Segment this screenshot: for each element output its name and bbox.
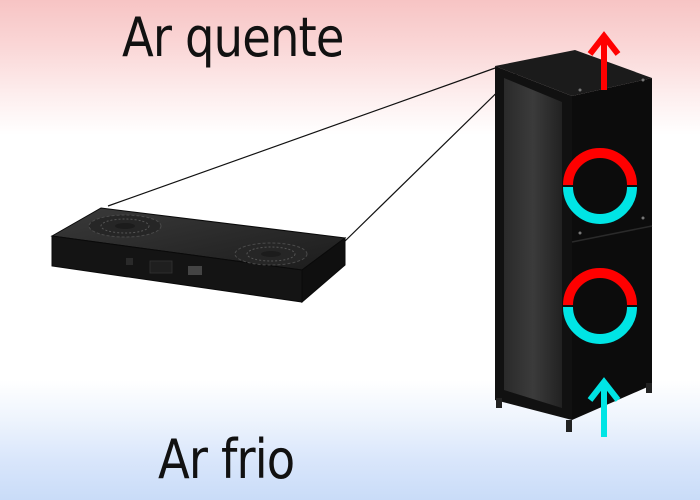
fan-tray-unit: [50, 207, 347, 304]
switch-icon: [126, 258, 133, 265]
cold-air-label: Ar frio: [158, 428, 295, 491]
connector-port-icon: [188, 266, 202, 275]
connector-lines: [107, 66, 523, 245]
display-panel: [149, 260, 173, 274]
cold-air-arrow-icon: [587, 377, 621, 437]
circular-airflow-icon: [563, 268, 637, 344]
hot-air-arrow-icon: [587, 31, 621, 90]
circular-airflow-icon: [563, 148, 637, 224]
hot-air-label: Ar quente: [122, 6, 344, 69]
fan-grille-icon: [88, 214, 162, 238]
fan-grille-icon: [234, 242, 308, 266]
server-rack-cabinet: [495, 50, 653, 432]
